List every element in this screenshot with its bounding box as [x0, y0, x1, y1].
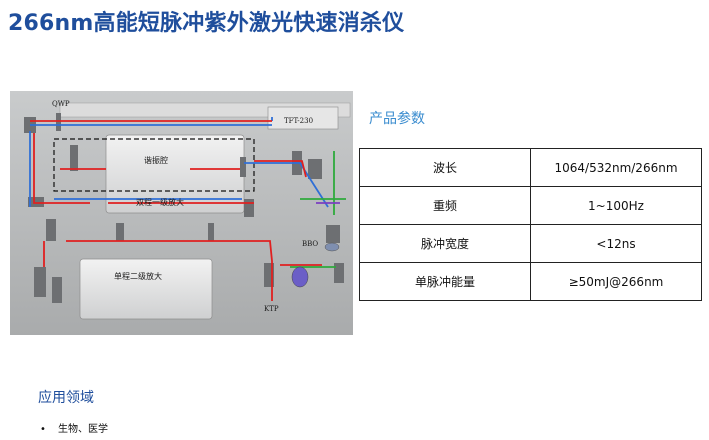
- ktp-label: KTP: [264, 305, 279, 313]
- resonator-label: 谐振腔: [144, 156, 168, 165]
- bbo-label: BBO: [302, 240, 319, 248]
- table-row: 波长 1064/532nm/266nm: [359, 148, 702, 187]
- slide-title: 266nm高能短脉冲紫外激光快速消杀仪: [8, 11, 405, 36]
- bullet-icon: •: [40, 424, 46, 435]
- param-value: 1~100Hz: [530, 186, 702, 225]
- table-row: 重频 1~100Hz: [359, 186, 702, 225]
- param-name: 波长: [359, 148, 531, 187]
- params-table: 波长 1064/532nm/266nm 重频 1~100Hz 脉冲宽度 <12n…: [359, 148, 702, 301]
- table-row: 单脉冲能量 ≥50mJ@266nm: [359, 262, 702, 301]
- param-value: 1064/532nm/266nm: [530, 148, 702, 187]
- optical-path-illustration: [10, 91, 353, 335]
- laser-optical-layout-diagram: QWP TFT-230 谐振腔 双程一级放大 单程二级放大 BBO KTP: [10, 91, 353, 335]
- stage1-amplifier-label: 双程一级放大: [136, 198, 184, 207]
- stage2-amplifier-label: 单程二级放大: [114, 272, 162, 281]
- params-section-title: 产品参数: [369, 111, 425, 127]
- param-value: ≥50mJ@266nm: [530, 262, 702, 301]
- param-name: 重频: [359, 186, 531, 225]
- param-value: <12ns: [530, 224, 702, 263]
- param-name: 单脉冲能量: [359, 262, 531, 301]
- application-item-text: 生物、医学: [58, 424, 108, 435]
- table-row: 脉冲宽度 <12ns: [359, 224, 702, 263]
- list-item: • 生物、医学: [40, 420, 108, 435]
- application-section-title: 应用领域: [38, 390, 94, 406]
- param-name: 脉冲宽度: [359, 224, 531, 263]
- tft-label: TFT-230: [284, 117, 314, 125]
- qwp-label: QWP: [52, 100, 70, 108]
